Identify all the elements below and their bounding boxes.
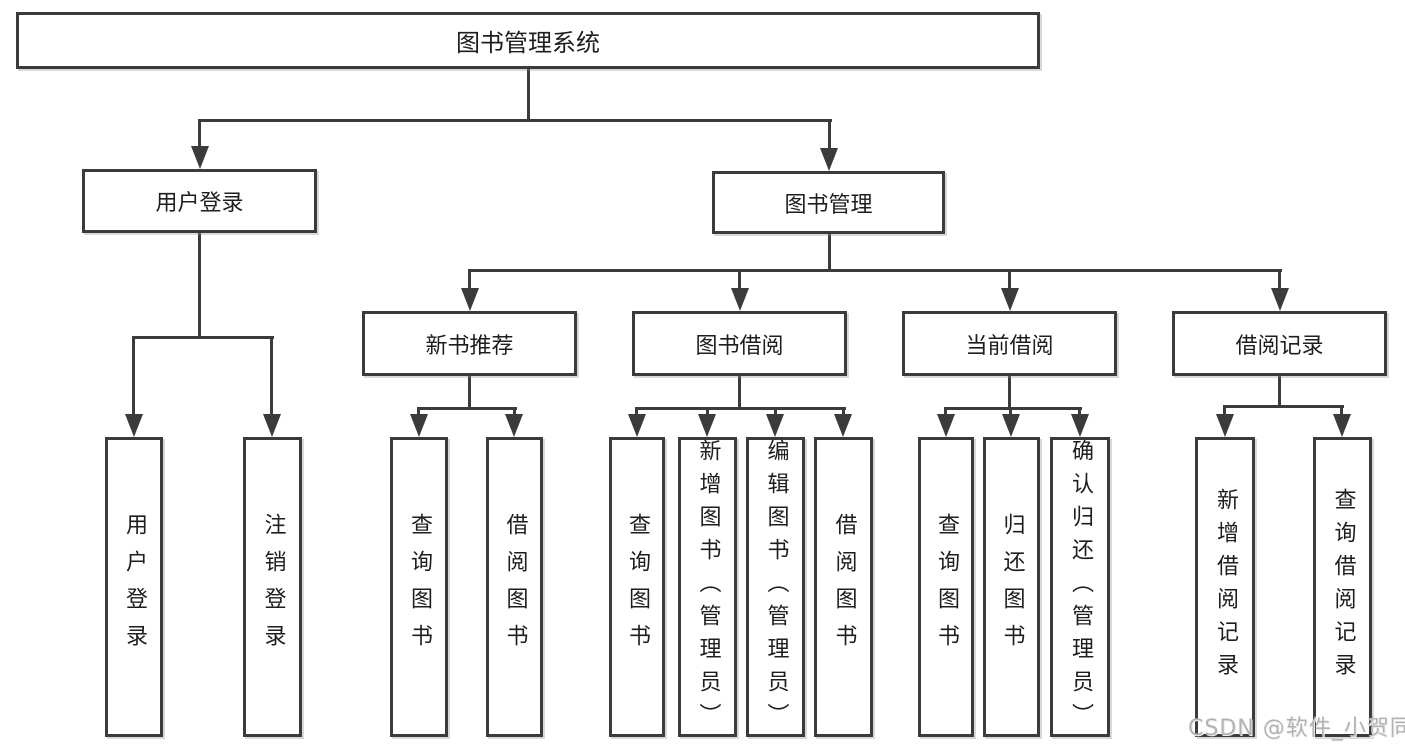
leaf-query-books-2: 查询图书	[609, 437, 665, 737]
node-book-borrowing: 图书借阅	[632, 311, 847, 376]
arrow-down-leaf	[1216, 414, 1234, 437]
connector-group-stem	[738, 376, 741, 409]
arrow-down-leaf	[125, 414, 143, 437]
connector-leaf-shaft	[1223, 405, 1226, 416]
arrow-down-leaf	[410, 414, 428, 437]
arrow-down-borrow-records	[1271, 288, 1289, 311]
connector-book-mgmt-stem	[828, 233, 831, 272]
leaf-borrow-books-2: 借阅图书	[814, 437, 873, 737]
connector-root-stem	[527, 68, 530, 120]
leaf-query-borrow-record: 查询借阅记录	[1313, 437, 1372, 737]
arrow-down-leaf	[698, 414, 716, 437]
leaf-query-books-3: 查询图书	[918, 437, 974, 737]
connector-l3-shaft	[738, 269, 741, 290]
arrow-down-book-borrow	[731, 288, 749, 311]
connector-group-rail	[1223, 405, 1344, 408]
arrow-down-leaf	[1071, 414, 1089, 437]
node-current-borrowing: 当前借阅	[902, 311, 1117, 376]
leaf-confirm-return-admin: 确认归还（管理员）	[1050, 437, 1110, 737]
connector-group-stem	[1278, 376, 1281, 407]
connector-leaf-shaft	[706, 407, 709, 416]
leaf-return-books: 归还图书	[983, 437, 1040, 737]
connector-leaf-shaft	[513, 407, 516, 416]
csdn-watermark: CSDN @软件_小贺同学	[1188, 716, 1405, 741]
connector-leaf-shaft	[944, 407, 947, 416]
arrow-down-book-mgmt	[820, 148, 838, 171]
arrow-down-leaf	[505, 414, 523, 437]
connector-user-login-rail	[132, 336, 274, 339]
connector-level3-rail	[468, 269, 1282, 272]
connector-l3-shaft	[1278, 269, 1281, 290]
node-borrowing-records: 借阅记录	[1172, 311, 1387, 376]
leaf-borrow-books-1: 借阅图书	[486, 437, 543, 737]
connector-leaf-shaft	[270, 336, 273, 416]
connector-group-stem	[1008, 376, 1011, 409]
connector-group-rail	[635, 407, 846, 410]
arrow-down-leaf	[263, 414, 281, 437]
connector-user-login-shaft	[198, 119, 201, 148]
connector-level2-rail	[198, 119, 832, 122]
node-new-book-recommend: 新书推荐	[362, 311, 577, 376]
connector-leaf-shaft	[417, 407, 420, 416]
leaf-add-books-admin: 新增图书（管理员）	[678, 437, 737, 737]
leaf-edit-books-admin: 编辑图书（管理员）	[746, 437, 805, 737]
leaf-logout: 注销登录	[243, 437, 302, 737]
connector-group-rail	[417, 407, 517, 410]
leaf-query-books-1: 查询图书	[390, 437, 448, 737]
connector-leaf-shaft	[1009, 407, 1012, 416]
arrow-down-leaf	[766, 414, 784, 437]
node-book-management: 图书管理	[712, 171, 945, 234]
connector-l3-shaft	[468, 269, 471, 290]
arrow-down-leaf	[1333, 414, 1351, 437]
connector-leaf-shaft	[774, 407, 777, 416]
connector-user-login-stem	[198, 232, 201, 339]
connector-group-stem	[468, 376, 471, 409]
arrow-down-leaf	[937, 414, 955, 437]
node-root-library-system: 图书管理系统	[16, 12, 1040, 69]
leaf-user-login: 用户登录	[105, 437, 163, 737]
connector-book-mgmt-shaft	[828, 119, 831, 150]
connector-group-rail	[944, 407, 1082, 410]
arrow-down-user-login	[191, 146, 209, 169]
arrow-down-current-borrow	[1001, 288, 1019, 311]
connector-leaf-shaft	[1078, 407, 1081, 416]
connector-l3-shaft	[1008, 269, 1011, 290]
connector-leaf-shaft	[1340, 405, 1343, 416]
arrow-down-leaf	[1002, 414, 1020, 437]
leaf-add-borrow-record: 新增借阅记录	[1195, 437, 1255, 737]
connector-leaf-shaft	[842, 407, 845, 416]
arrow-down-new-books	[461, 288, 479, 311]
arrow-down-leaf	[628, 414, 646, 437]
arrow-down-leaf	[834, 414, 852, 437]
node-user-login: 用户登录	[82, 169, 317, 233]
connector-leaf-shaft	[635, 407, 638, 416]
connector-leaf-shaft	[132, 336, 135, 416]
